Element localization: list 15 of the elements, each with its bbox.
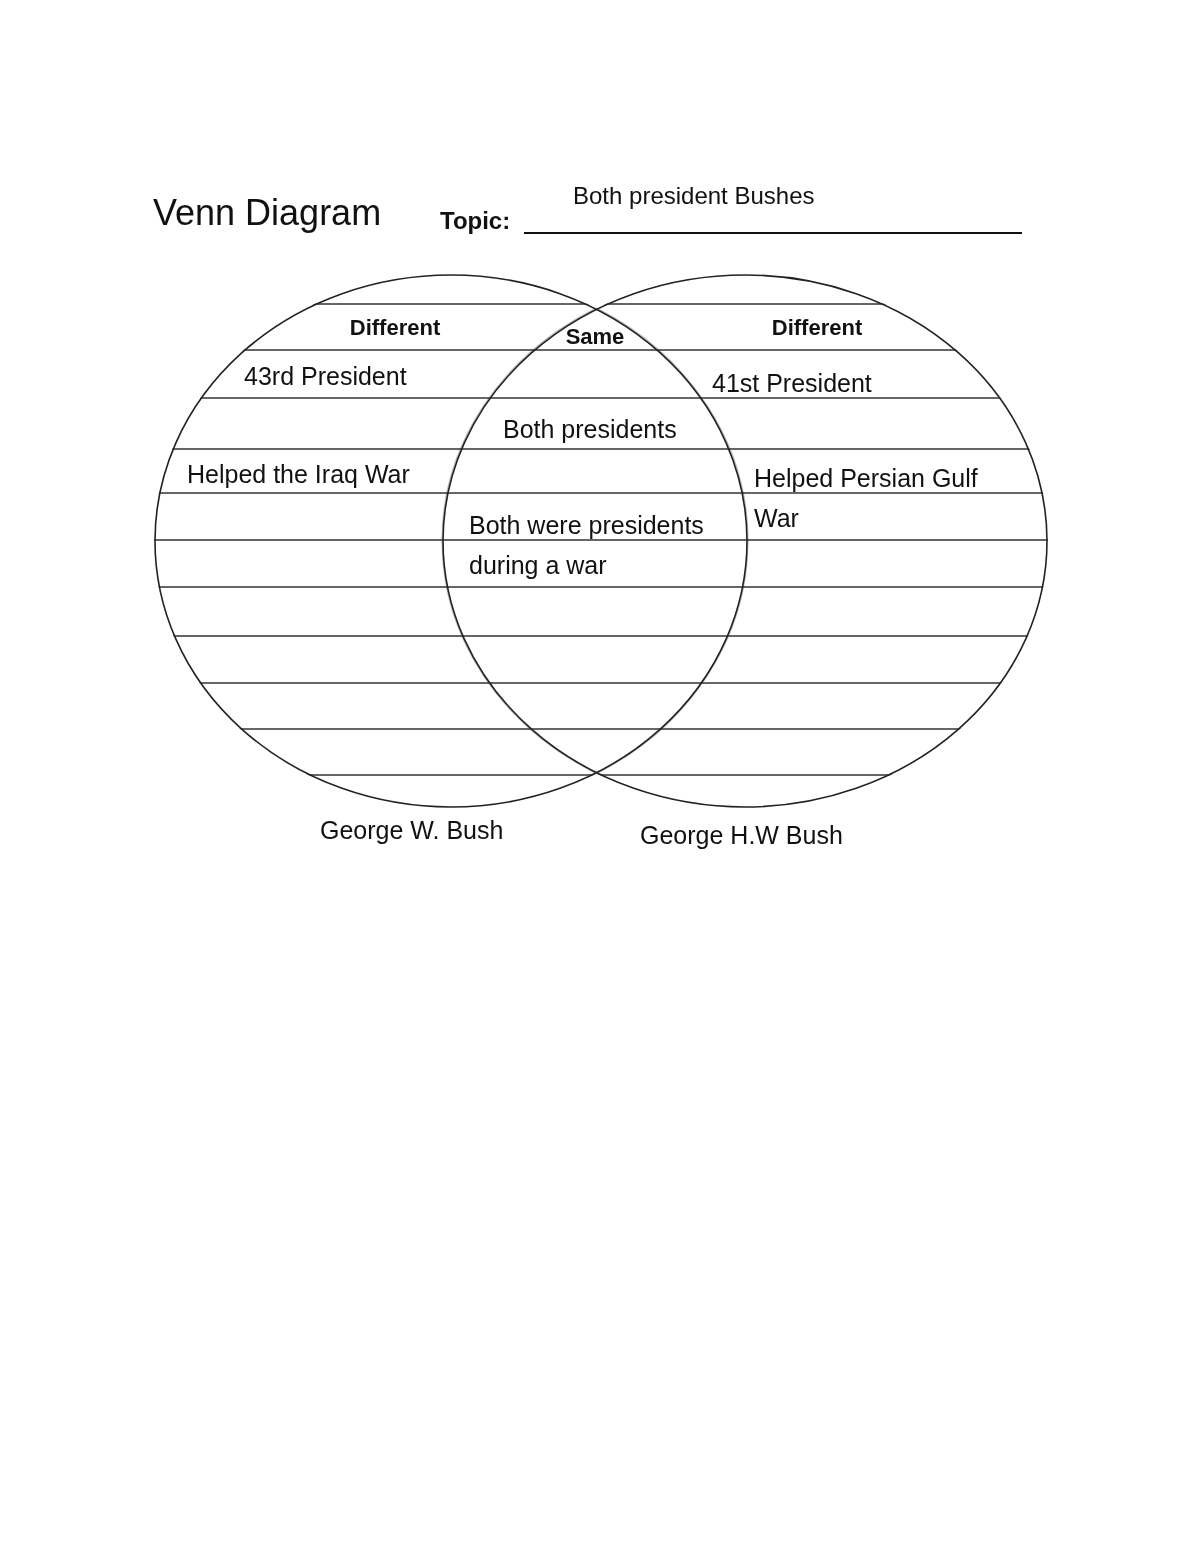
circle-caption: George W. Bush bbox=[320, 815, 504, 846]
worksheet-title: Venn Diagram bbox=[153, 191, 382, 234]
entry-text: Helped the Iraq War bbox=[187, 459, 410, 490]
entry-text: Both were presidents during a war bbox=[469, 510, 705, 582]
entry-text: Helped Persian Gulf War bbox=[754, 463, 979, 534]
entry-text: 43rd President bbox=[244, 361, 407, 392]
column-heading: Same bbox=[565, 325, 625, 350]
column-heading: Different bbox=[771, 316, 863, 340]
entry-text: 41st President bbox=[712, 368, 872, 399]
field-label: Topic: bbox=[440, 206, 511, 235]
entry-text: Both presidents bbox=[503, 414, 677, 446]
right-venn-circle bbox=[442, 274, 1048, 808]
fill-in-line: Both president Bushes bbox=[524, 176, 1022, 234]
circle-caption: George H.W Bush bbox=[640, 820, 843, 851]
column-heading: Different bbox=[349, 316, 441, 340]
